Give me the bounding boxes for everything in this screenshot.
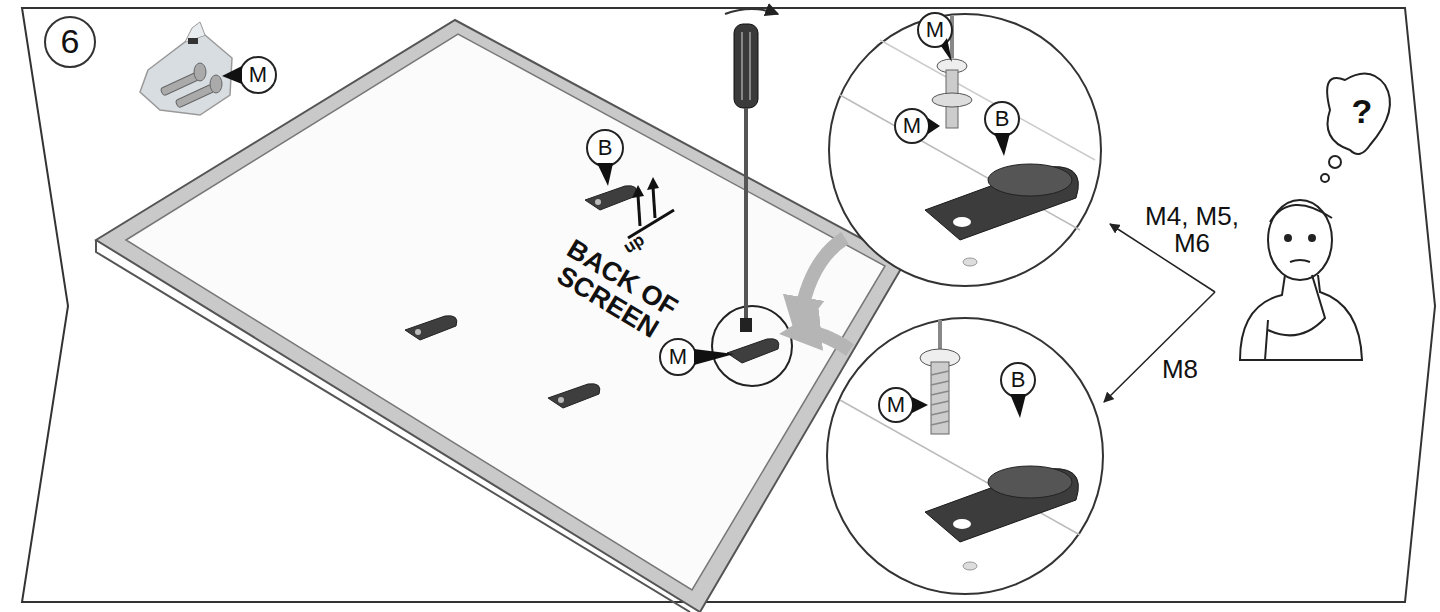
screw-size: M4, M5, M6 — [1136, 203, 1248, 258]
callout-letter: M — [243, 63, 273, 86]
question-mark: ? — [1342, 94, 1382, 130]
callout-letter: M — [897, 114, 927, 137]
screw-size: M8 — [1145, 356, 1215, 383]
callout-letter: B — [987, 107, 1017, 130]
callout-letter: M — [663, 345, 693, 368]
callout-letter: M — [881, 393, 911, 416]
callout-letter: M — [920, 18, 950, 41]
callout-letter: B — [1003, 368, 1033, 391]
step-number: 6 — [50, 24, 90, 60]
callout-letter: B — [590, 136, 620, 159]
